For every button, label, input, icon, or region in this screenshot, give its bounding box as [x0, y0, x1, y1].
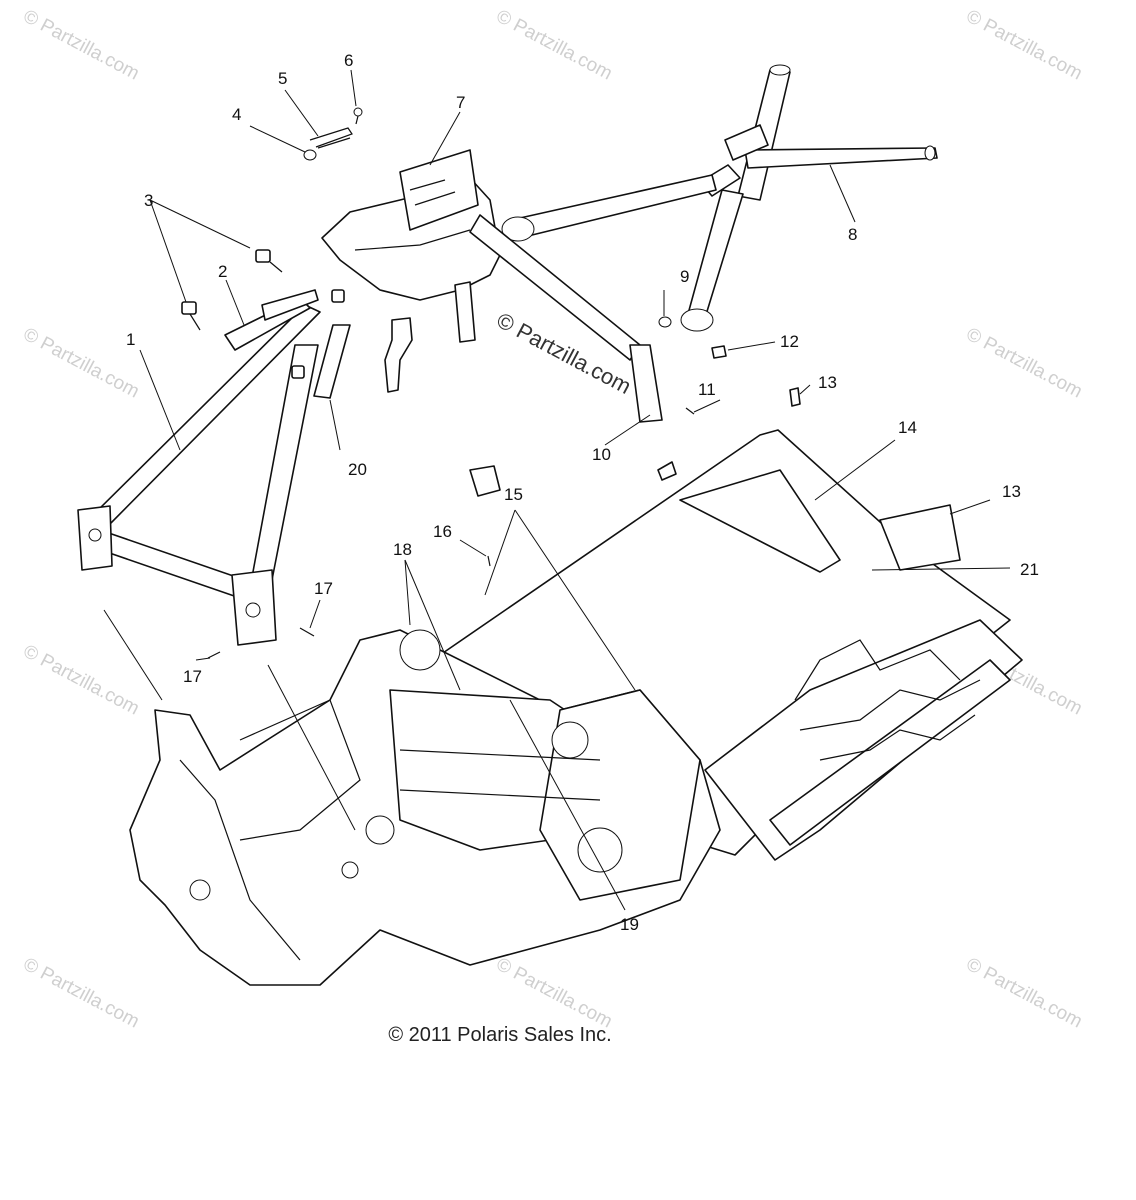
watermark: © Partzilla.com	[20, 324, 143, 403]
callout-9: 9	[680, 267, 689, 286]
part-7-steering-bracket	[321, 149, 663, 423]
watermark: © Partzilla.com	[963, 954, 1086, 1033]
watermark: © Partzilla.com	[963, 6, 1086, 85]
part-2-plate	[224, 289, 319, 351]
callout-4: 4	[232, 105, 241, 124]
callout-6: 6	[344, 51, 353, 70]
watermark: © Partzilla.com	[963, 324, 1086, 403]
part-14-tunnel	[439, 429, 1023, 861]
callout-13a: 13	[818, 373, 837, 392]
callout-11: 11	[698, 380, 716, 399]
callout-15: 15	[504, 485, 523, 504]
callout-18: 18	[393, 540, 412, 559]
watermark: © Partzilla.com	[20, 954, 143, 1033]
center-watermark: © Partzilla.com	[493, 307, 636, 399]
callout-5: 5	[278, 69, 287, 88]
copyright-text: © 2011 Polaris Sales Inc.	[388, 1024, 612, 1046]
callout-10: 10	[592, 445, 611, 464]
watermark: © Partzilla.com	[20, 6, 143, 85]
callout-2: 2	[218, 262, 227, 281]
callout-17b: 17	[183, 667, 202, 686]
front-chassis	[129, 465, 721, 986]
callout-16: 16	[433, 522, 452, 541]
callout-8: 8	[848, 225, 857, 244]
callout-19: 19	[620, 915, 639, 934]
part-20-rod	[291, 317, 413, 399]
leader-lines	[103, 69, 1011, 911]
parts-4-5-6-fasteners	[303, 107, 363, 161]
callout-21: 21	[1020, 560, 1039, 579]
callout-labels: 1 2 3 4 5 6 7 8 9 10 11 12 13 13 14 15 1…	[126, 51, 1039, 934]
callout-17a: 17	[314, 579, 333, 598]
part-3-bolts	[181, 249, 345, 331]
watermark: © Partzilla.com	[20, 641, 143, 720]
callout-12: 12	[780, 332, 799, 351]
part-1-bulkhead-tube	[77, 304, 321, 646]
callout-1: 1	[126, 330, 135, 349]
watermark: © Partzilla.com	[493, 6, 616, 85]
callout-20: 20	[348, 460, 367, 479]
callout-7: 7	[456, 93, 465, 112]
callout-3: 3	[144, 191, 153, 210]
callout-14: 14	[898, 418, 917, 437]
callout-13b: 13	[1002, 482, 1021, 501]
part-8-steering-support	[501, 64, 938, 332]
watermark: © Partzilla.com	[493, 954, 616, 1033]
